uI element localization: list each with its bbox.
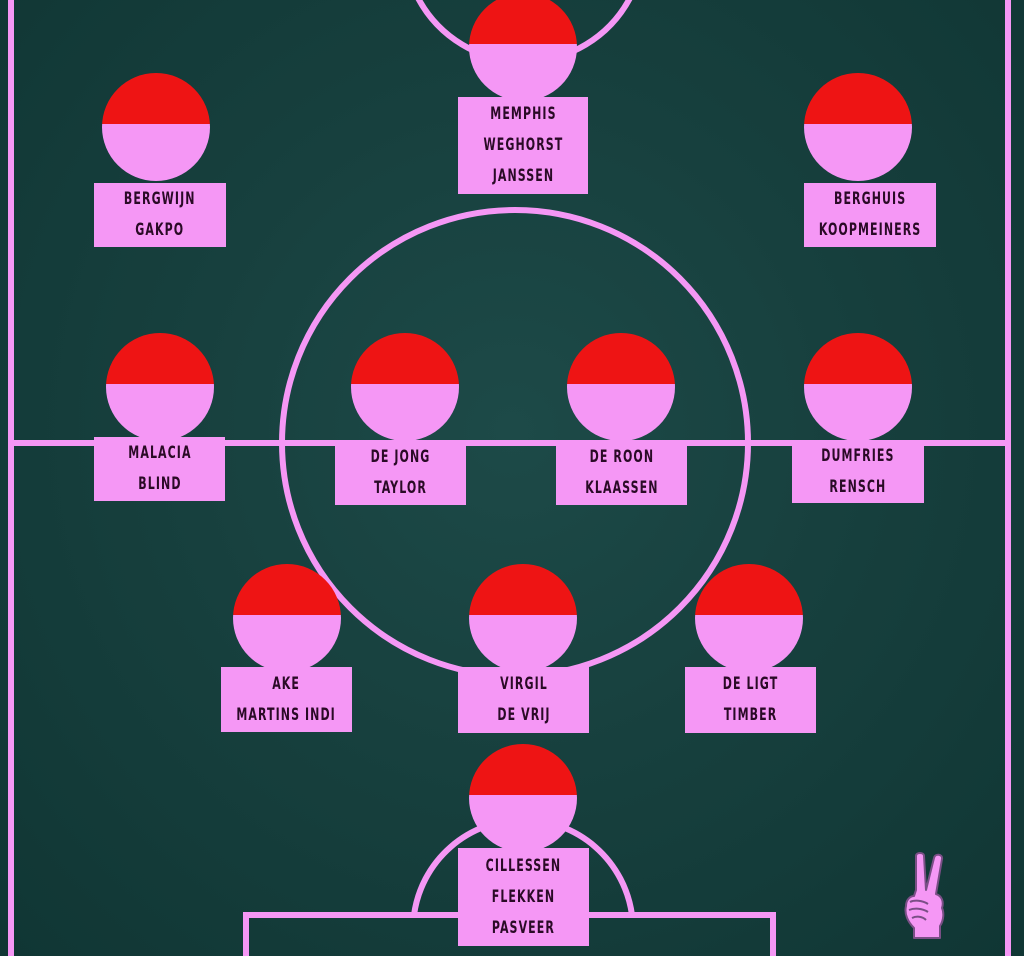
player-name: BERGWIJN: [124, 189, 196, 209]
kit-icon: [233, 564, 341, 672]
player-name: TAYLOR: [374, 477, 427, 498]
kit-icon: [804, 73, 912, 181]
kit-icon: [695, 564, 803, 672]
player-label: DE LIGT TIMBER: [685, 667, 816, 733]
player-name: KLAASSEN: [584, 477, 659, 498]
player-name: JANSSEN: [492, 166, 554, 186]
kit-icon: [351, 333, 459, 441]
player-name: BLIND: [137, 474, 182, 494]
kit-icon: [469, 0, 577, 101]
player-name: RENSCH: [829, 476, 887, 497]
player-name: FLEKKEN: [491, 886, 556, 907]
player-name: BERGHUIS: [833, 189, 907, 209]
player-name: MARTINS INDI: [236, 704, 337, 725]
player-name: TIMBER: [723, 705, 778, 725]
kit-icon: [469, 564, 577, 672]
player-label: DUMFRIES RENSCH: [792, 440, 924, 503]
player-label: BERGWIJN GAKPO: [94, 183, 226, 247]
player-name: DUMFRIES: [821, 445, 895, 466]
player-name: MALACIA: [127, 443, 192, 463]
kit-icon: [469, 744, 577, 852]
player-label: MALACIA BLIND: [94, 437, 225, 501]
player-name: MEMPHIS: [489, 104, 557, 124]
player-name: WEGHORST: [483, 135, 563, 155]
player-label: BERGHUIS KOOPMEINERS: [804, 183, 936, 247]
victory-hand-icon: [900, 850, 956, 942]
player-label: MEMPHIS WEGHORST JANSSEN: [458, 97, 588, 194]
player-name: KOOPMEINERS: [818, 220, 922, 240]
kit-icon: [106, 333, 214, 441]
player-label: AKE MARTINS INDI: [221, 667, 352, 732]
player-name: DE ROON: [589, 446, 654, 467]
player-label: DE ROON KLAASSEN: [556, 440, 687, 505]
player-name: PASVEER: [491, 917, 555, 938]
player-label: DE JONG TAYLOR: [335, 440, 466, 505]
player-label: VIRGIL DE VRIJ: [458, 667, 589, 733]
player-name: DE VRIJ: [496, 705, 551, 725]
player-name: AKE: [272, 673, 301, 694]
player-name: DE JONG: [370, 446, 431, 467]
player-name: VIRGIL: [499, 674, 548, 694]
player-name: CILLESSEN: [485, 855, 562, 876]
kit-icon: [567, 333, 675, 441]
player-name: DE LIGT: [722, 674, 779, 694]
player-label: CILLESSEN FLEKKEN PASVEER: [458, 848, 589, 946]
kit-icon: [102, 73, 210, 181]
kit-icon: [804, 333, 912, 441]
player-name: GAKPO: [135, 220, 185, 240]
